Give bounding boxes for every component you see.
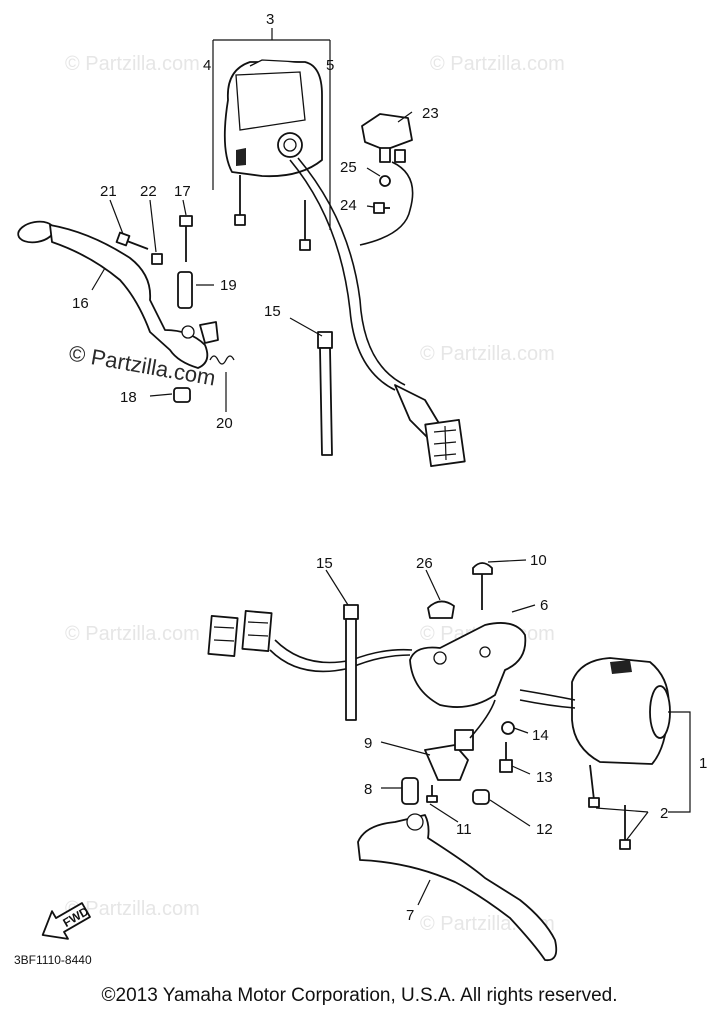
callout-9: 9 bbox=[364, 735, 372, 752]
watermark: © Partzilla.com bbox=[65, 53, 200, 75]
callout-1: 1 bbox=[699, 755, 707, 772]
nut bbox=[151, 253, 163, 265]
screw bbox=[588, 764, 600, 808]
callout-21: 21 bbox=[100, 183, 117, 200]
washer bbox=[501, 721, 515, 735]
callout-19: 19 bbox=[220, 277, 237, 294]
cable-tie bbox=[343, 604, 359, 721]
callout-2: 2 bbox=[660, 805, 668, 822]
callout-4: 4 bbox=[203, 57, 211, 74]
callout-18: 18 bbox=[120, 389, 137, 406]
callouts: 3 4 5 23 25 24 21 22 17 19 16 15 18 20 1… bbox=[72, 11, 707, 924]
screw bbox=[619, 805, 631, 850]
connector bbox=[207, 610, 273, 657]
callout-17: 17 bbox=[174, 183, 191, 200]
bolt bbox=[472, 562, 493, 610]
callout-5: 5 bbox=[326, 57, 334, 74]
spring bbox=[209, 355, 235, 365]
callout-12: 12 bbox=[536, 821, 553, 838]
collar bbox=[401, 777, 419, 805]
collar bbox=[177, 271, 193, 309]
callout-14: 14 bbox=[532, 727, 549, 744]
clutch-lever bbox=[17, 220, 219, 369]
pivot bbox=[173, 387, 191, 403]
callout-15-lower: 15 bbox=[316, 555, 333, 572]
connector bbox=[424, 418, 466, 468]
cable-tie bbox=[317, 331, 333, 456]
callout-23: 23 bbox=[422, 105, 439, 122]
callout-20: 20 bbox=[216, 415, 233, 432]
callout-3: 3 bbox=[266, 11, 274, 28]
callout-25: 25 bbox=[340, 159, 357, 176]
handlebar-switch-right bbox=[571, 657, 671, 765]
callout-22: 22 bbox=[140, 183, 157, 200]
nut bbox=[472, 789, 490, 805]
brake-lever bbox=[357, 813, 558, 962]
watermark: © Partzilla.com bbox=[65, 623, 200, 645]
screw bbox=[234, 175, 246, 226]
copyright-notice: ©2013 Yamaha Motor Corporation, U.S.A. A… bbox=[101, 985, 618, 1006]
cap bbox=[427, 600, 455, 619]
clutch-switch bbox=[361, 113, 413, 163]
watermark-grid: © Partzilla.com © Partzilla.com © Partzi… bbox=[65, 53, 565, 935]
callout-8: 8 bbox=[364, 781, 372, 798]
bolt bbox=[115, 231, 149, 250]
screw bbox=[426, 785, 438, 803]
washer bbox=[379, 175, 391, 187]
screw bbox=[299, 200, 311, 251]
handlebar-switch-left bbox=[223, 59, 323, 178]
callout-10: 10 bbox=[530, 552, 547, 569]
callout-26: 26 bbox=[416, 555, 433, 572]
watermark: © Partzilla.com bbox=[420, 343, 555, 365]
callout-15-upper: 15 bbox=[264, 303, 281, 320]
callout-7: 7 bbox=[406, 907, 414, 924]
callout-16: 16 bbox=[72, 295, 89, 312]
screw bbox=[499, 742, 513, 773]
lever-holder bbox=[409, 622, 527, 708]
brake-switch bbox=[424, 729, 474, 781]
leader-lines bbox=[91, 111, 536, 906]
callout-13: 13 bbox=[536, 769, 553, 786]
callout-6: 6 bbox=[540, 597, 548, 614]
watermark: © Partzilla.com bbox=[430, 53, 565, 75]
screw bbox=[373, 202, 390, 214]
callout-24: 24 bbox=[340, 197, 357, 214]
watermark: © Partzilla.com bbox=[65, 898, 200, 920]
bolt bbox=[179, 215, 193, 262]
callout-11: 11 bbox=[456, 821, 472, 838]
diagram-code: 3BF1110-8440 bbox=[14, 953, 92, 967]
